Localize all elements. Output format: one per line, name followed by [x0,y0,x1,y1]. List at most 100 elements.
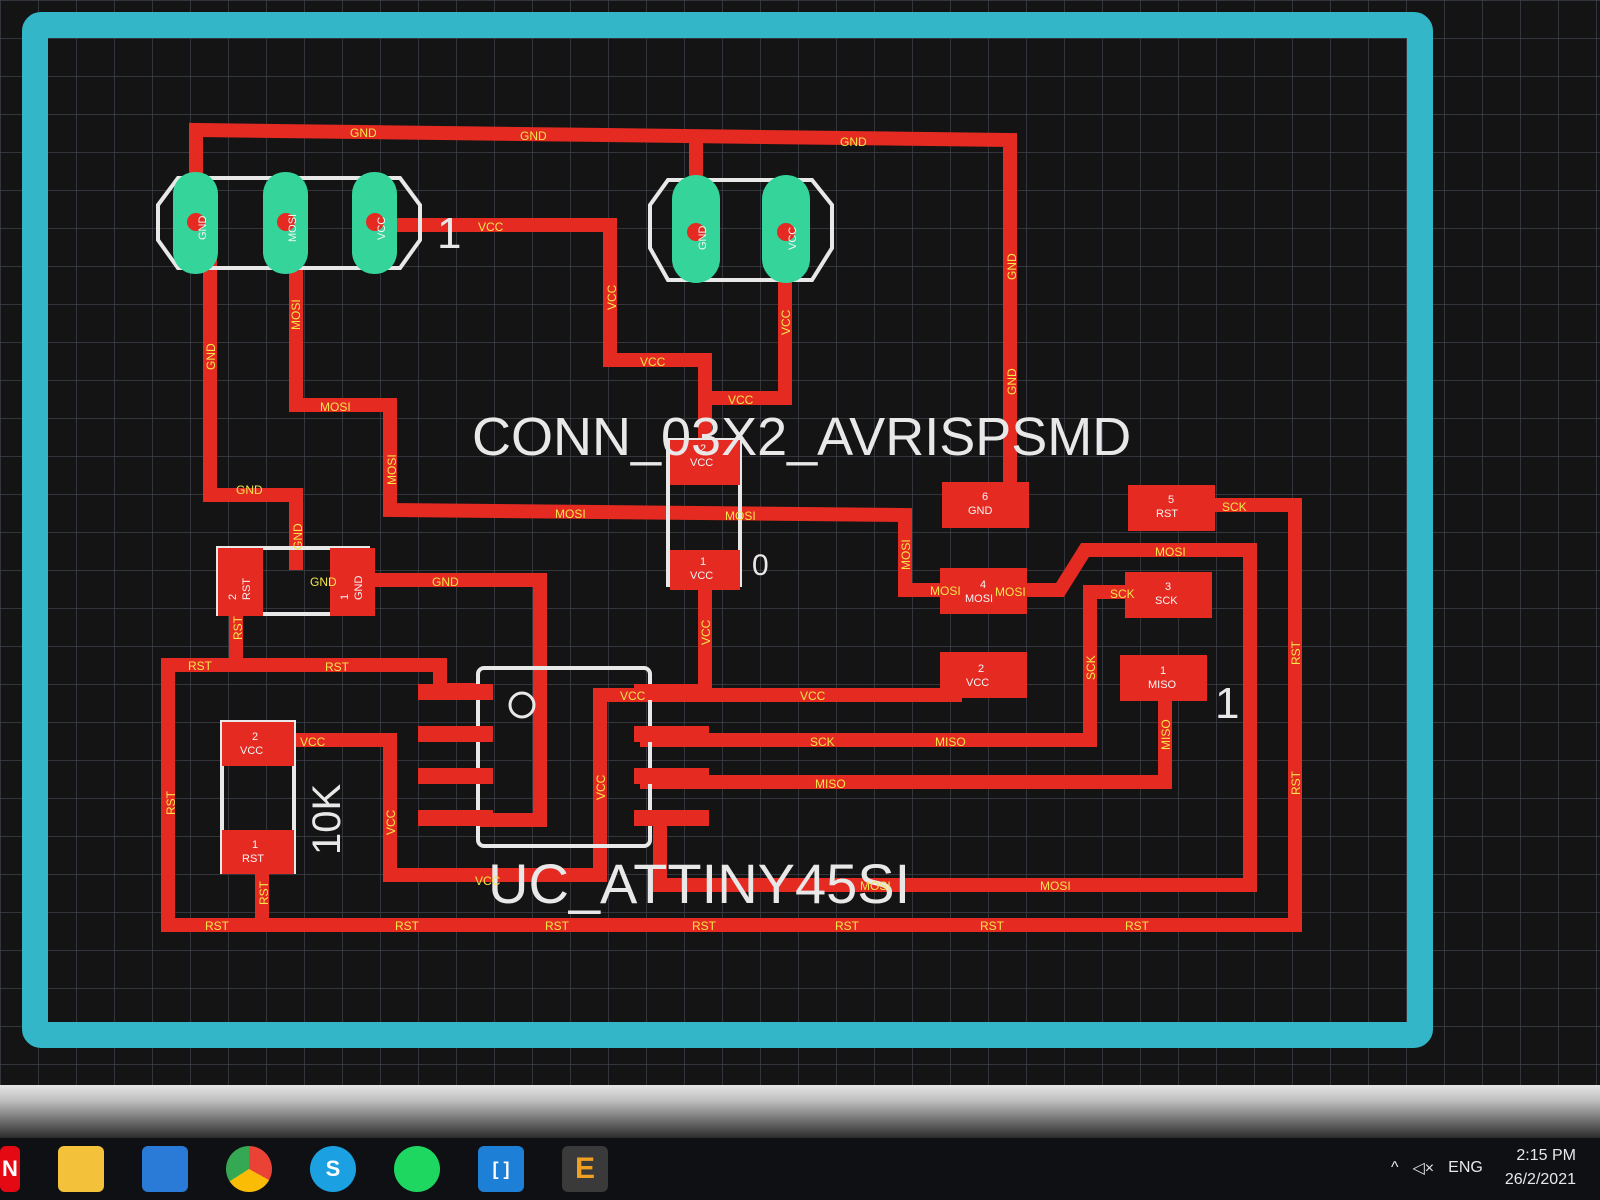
net-label: RST [257,880,271,905]
avrisp-connector: 6 GND 5 RST 4 MOSI 3 SCK 2 VCC 1 MISO [940,482,1215,701]
conn-pad-3[interactable] [1125,572,1212,618]
conn-pad-6-num: 6 [982,491,988,503]
trace-mosi [289,235,950,597]
cap-pad-1-num: 1 [700,556,706,568]
bracket-app-icon[interactable]: [ ] [478,1146,524,1192]
eagle-icon[interactable]: E [562,1146,608,1192]
net-label: MOSI [930,584,961,598]
ic-pin[interactable] [418,768,493,784]
net-label: VCC [779,309,793,335]
cap-pad-2[interactable] [670,440,740,485]
system-tray: ^ ◁× ENG 2:15 PM 26/2/2021 [1377,1144,1576,1192]
spotify-icon[interactable] [394,1146,440,1192]
conn-pad-3-net: SCK [1155,595,1178,607]
resistor-pad-2[interactable] [222,722,294,766]
net-label: RST [545,919,570,933]
file-explorer-icon[interactable] [58,1146,104,1192]
resistor-pad-1[interactable] [222,830,294,874]
trace-sck [640,585,1130,747]
net-label: MOSI [899,539,913,570]
ic-pin[interactable] [634,726,709,742]
net-label: RST [980,919,1005,933]
ic-pin[interactable] [418,726,493,742]
volume-muted-icon[interactable]: ◁× [1412,1160,1435,1177]
conn-pad-6-net: GND [968,505,993,517]
cap-marker: 0 [752,549,769,582]
conn-pad-2[interactable] [940,652,1027,698]
header-right-pin2-label: VCC [787,227,799,250]
net-label: SCK [1222,500,1247,514]
switch-pad-2[interactable] [218,548,263,616]
resistor-value: 10K [305,784,349,855]
cap-pad-2-num: 2 [700,443,706,455]
net-label: GND [350,126,377,140]
mail-icon[interactable] [142,1146,188,1192]
chevron-up-icon[interactable]: ^ [1390,1159,1399,1176]
net-label: MOSI [725,509,756,523]
header-right-pin1-label: GND [697,226,709,251]
net-label: RST [164,790,178,815]
chrome-icon[interactable] [226,1146,272,1192]
trace-miso [640,678,1172,789]
conn-pad-2-net: VCC [966,677,989,689]
header-right: GND VCC [648,175,834,283]
net-label: RST [1125,919,1150,933]
clock-time: 2:15 PM [1516,1147,1576,1164]
language-indicator[interactable]: ENG [1448,1159,1483,1176]
pcb-board-view[interactable]: GND MOSI VCC 1 GND VCC 2 VCC 1 VCC 0 CON… [0,0,1600,1085]
net-label: SCK [1084,655,1098,680]
net-label: GND [1005,253,1019,280]
switch-pad-1[interactable] [330,548,375,616]
net-label: RST [231,615,245,640]
net-label: SCK [810,735,835,749]
net-labels: GND GND GND GND GND GND GND GND GND GND … [164,126,1303,933]
net-label: VCC [594,774,608,800]
ic-pin[interactable] [634,684,709,700]
ic-pin[interactable] [418,810,493,826]
resistor-pad-1-num: 1 [252,839,258,851]
conn-pad-1-num: 1 [1160,665,1166,677]
netflix-icon[interactable]: N [0,1146,20,1192]
net-label: VCC [728,393,754,407]
net-label: RST [692,919,717,933]
attiny45-ic [418,666,709,848]
conn-name-label: CONN_03X2_AVRISPSMD [472,407,1131,467]
net-label: GND [236,483,263,497]
net-label: GND [432,575,459,589]
trace-vcc [395,218,712,445]
resistor-pad-2-num: 2 [252,731,258,743]
conn-pad-4-num: 4 [980,579,986,591]
conn-pad-6[interactable] [942,482,1029,528]
net-label: GND [204,343,218,370]
net-label: RST [188,659,213,673]
cap-pad-1[interactable] [670,550,740,590]
clock[interactable]: 2:15 PM 26/2/2021 [1505,1144,1576,1192]
net-label: GND [840,135,867,149]
net-label: MISO [935,735,966,749]
net-label: VCC [384,809,398,835]
skype-icon[interactable]: S [310,1146,356,1192]
clock-date: 26/2/2021 [1504,1171,1576,1188]
net-label: VCC [605,284,619,310]
conn-pad-5-num: 5 [1168,494,1174,506]
conn-pad-4[interactable] [940,568,1027,614]
conn-pad-4-net: MOSI [965,593,993,605]
ic-pin[interactable] [634,810,709,826]
net-label: GND [520,129,547,143]
conn-pad-1[interactable] [1120,655,1207,701]
net-label: MOSI [555,507,586,521]
header-left-pin1-label: GND [197,216,209,241]
ic-pin[interactable] [418,684,493,700]
trace-gnd [350,573,547,827]
conn-pad-5[interactable] [1128,485,1215,531]
net-label: MOSI [1040,879,1071,893]
header-left-pin3-label: VCC [376,217,388,240]
net-label: GND [291,523,305,550]
net-label: MOSI [385,454,399,485]
net-label: GND [1005,368,1019,395]
conn-pad-3-num: 3 [1165,581,1171,593]
net-label: VCC [620,689,646,703]
header-left-pin2-label: MOSI [287,214,299,242]
net-label: VCC [300,735,326,749]
ic-pin[interactable] [634,768,709,784]
